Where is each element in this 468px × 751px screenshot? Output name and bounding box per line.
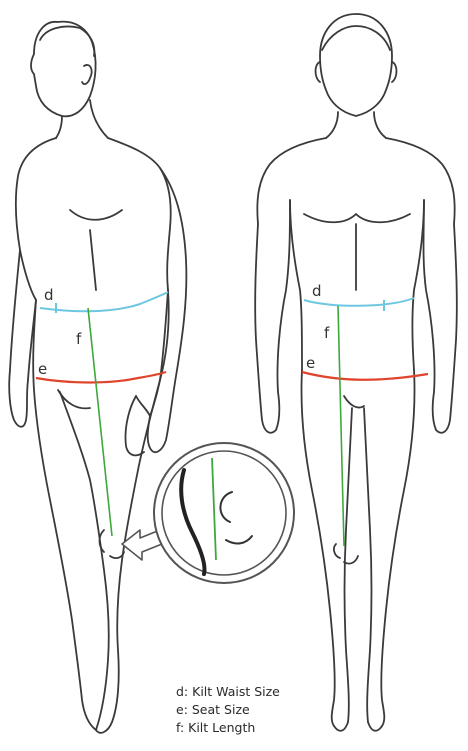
seat-marker-side: e xyxy=(38,360,47,378)
seat-line-front xyxy=(302,372,428,380)
seat-line-side xyxy=(36,372,166,383)
magnifier-inner-ring xyxy=(162,451,286,575)
length-marker-front: f xyxy=(324,324,330,342)
side-chest-line xyxy=(70,210,122,220)
front-inner-right-leg xyxy=(364,408,372,722)
seat-marker-front: e xyxy=(306,354,315,372)
front-knee-mark-2 xyxy=(344,556,358,564)
side-head-outline xyxy=(31,22,96,117)
front-inner-left-leg xyxy=(345,408,353,722)
front-left-ear xyxy=(316,62,321,82)
front-chest-line xyxy=(304,214,410,222)
front-right-leg xyxy=(381,370,414,726)
length-marker-side: f xyxy=(76,330,82,348)
waist-line-side xyxy=(40,292,168,311)
legend-item-waist: d: Kilt Waist Size xyxy=(176,683,280,701)
side-front-arm xyxy=(136,168,186,452)
front-left-foot xyxy=(334,722,348,731)
front-groin-line xyxy=(344,396,364,408)
side-view-figure xyxy=(9,22,186,733)
waist-marker-side: d xyxy=(44,286,54,304)
side-neck-outline xyxy=(56,116,62,138)
waist-marker-front: d xyxy=(312,282,322,300)
side-neck-back xyxy=(90,100,108,138)
front-left-arm xyxy=(255,200,290,433)
side-ear-outline xyxy=(82,65,92,84)
length-line-front xyxy=(338,306,344,546)
front-view-figure xyxy=(255,14,457,731)
legend-item-length: f: Kilt Length xyxy=(176,719,280,737)
front-right-foot xyxy=(368,722,382,731)
front-head-outline xyxy=(320,14,392,116)
side-abs-line xyxy=(90,230,96,290)
knee-detail-magnifier xyxy=(122,443,294,583)
front-shoulders-outline xyxy=(257,138,454,224)
side-knee-mark xyxy=(100,530,105,552)
front-torso-left xyxy=(290,200,302,370)
front-left-leg xyxy=(301,370,334,726)
length-line-side xyxy=(88,308,112,536)
front-knee-mark xyxy=(334,544,340,558)
front-right-arm xyxy=(424,200,457,433)
front-torso-right xyxy=(413,200,425,370)
front-hair-line xyxy=(322,26,390,50)
front-right-ear xyxy=(392,62,397,82)
legend-item-seat: e: Seat Size xyxy=(176,701,280,719)
side-rear-arm xyxy=(9,250,36,427)
measurement-legend: d: Kilt Waist Size e: Seat Size f: Kilt … xyxy=(176,683,280,737)
